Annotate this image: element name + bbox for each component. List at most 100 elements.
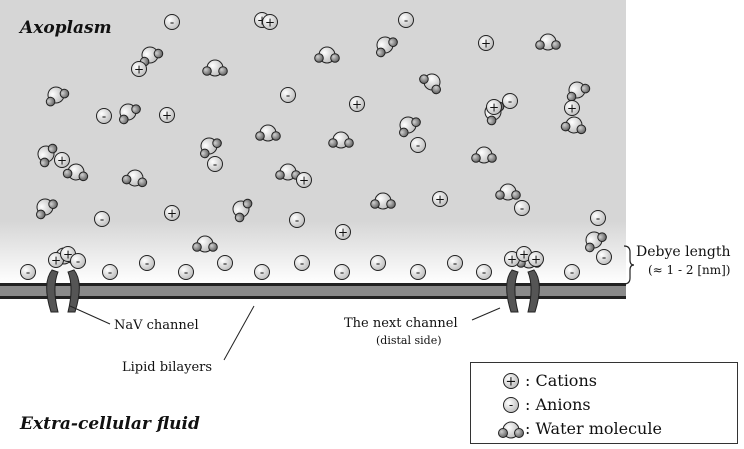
anion: - — [514, 200, 530, 216]
water-molecule — [121, 169, 148, 188]
anion: - — [596, 249, 612, 265]
cation: + — [349, 96, 365, 112]
next-channel-label: The next channel — [344, 316, 458, 331]
svg-text:-: - — [26, 266, 30, 280]
water-molecule — [560, 116, 587, 135]
svg-text:+: + — [506, 375, 517, 390]
anion: - — [254, 264, 270, 280]
svg-text:+: + — [162, 109, 172, 123]
svg-text:-: - — [145, 257, 149, 271]
svg-text:+: + — [435, 193, 445, 207]
svg-text:-: - — [508, 95, 512, 109]
svg-text:-: - — [76, 255, 80, 269]
svg-text:+: + — [167, 207, 177, 221]
water-molecule — [471, 146, 497, 164]
anion: - — [447, 255, 463, 271]
nav-channel-label: NaV channel — [114, 318, 199, 333]
svg-text:-: - — [213, 158, 217, 172]
cation: + — [432, 191, 448, 207]
water-molecule — [566, 81, 591, 102]
extracellular-label: Extra-cellular fluid — [20, 414, 200, 434]
cation: + — [54, 152, 70, 168]
svg-text:+: + — [352, 98, 362, 112]
svg-text:-: - — [100, 213, 104, 227]
anion: - — [502, 93, 518, 109]
water-molecule — [255, 124, 281, 142]
anion: - — [20, 264, 36, 280]
cation: + — [564, 100, 580, 116]
debye-length-label: Debye length — [636, 244, 731, 260]
next-channel-icon — [506, 269, 540, 313]
legend-row-anions: - : Anions — [471, 393, 737, 417]
anion-icon: - — [503, 397, 519, 413]
anion: - — [564, 264, 580, 280]
anion: - — [398, 12, 414, 28]
svg-text:-: - — [295, 214, 299, 228]
water-molecule — [314, 46, 340, 64]
water-molecule — [36, 198, 58, 220]
svg-text:+: + — [338, 226, 348, 240]
svg-text:-: - — [453, 257, 457, 271]
anion: - — [139, 255, 155, 271]
svg-text:-: - — [416, 266, 420, 280]
water-molecule — [192, 235, 218, 253]
svg-text:+: + — [507, 253, 517, 267]
legend-row-cations: + : Cations — [471, 369, 737, 393]
svg-text:-: - — [404, 14, 408, 28]
cation: + — [478, 35, 494, 51]
legend: + : Cations - : Anions : Water molecule — [470, 362, 738, 444]
water-molecule-icon — [498, 421, 524, 439]
anion: - — [164, 14, 180, 30]
cation: + — [131, 61, 147, 77]
svg-text:-: - — [108, 266, 112, 280]
svg-text:-: - — [223, 257, 227, 271]
svg-text:-: - — [376, 257, 380, 271]
svg-text:+: + — [265, 16, 275, 30]
anion: - — [476, 264, 492, 280]
cation: + — [262, 14, 278, 30]
water-molecule — [232, 198, 253, 223]
anion: - — [178, 264, 194, 280]
svg-text:-: - — [260, 266, 264, 280]
water-molecule — [585, 231, 607, 253]
anion: - — [289, 212, 305, 228]
svg-text:+: + — [299, 174, 309, 188]
next-leader-line — [471, 307, 501, 321]
anion: - — [96, 108, 112, 124]
lipid-bilayer-label: Lipid bilayers — [122, 360, 213, 375]
legend-row-water: : Water molecule — [471, 417, 737, 441]
anion: - — [102, 264, 118, 280]
svg-text:-: - — [596, 212, 600, 226]
lipid-bilayer — [0, 283, 626, 299]
next-channel-sub-label: (distal side) — [376, 334, 442, 347]
water-molecule — [275, 163, 301, 181]
svg-text:-: - — [184, 266, 188, 280]
anion: - — [280, 87, 296, 103]
anion: - — [410, 264, 426, 280]
anion: - — [590, 210, 606, 226]
legend-cations-label: : Cations — [525, 371, 597, 390]
water-molecule — [37, 143, 58, 168]
svg-text:+: + — [519, 248, 529, 262]
legend-anions-label: : Anions — [525, 395, 591, 414]
water-molecule — [119, 103, 141, 125]
svg-text:-: - — [286, 89, 290, 103]
svg-text:+: + — [63, 248, 73, 262]
axoplasm-label: Axoplasm — [20, 18, 112, 38]
water-molecule — [200, 137, 222, 159]
svg-text:+: + — [481, 37, 491, 51]
anion: - — [207, 156, 223, 172]
axoplasm-region — [0, 0, 626, 284]
svg-text:+: + — [489, 101, 499, 115]
anion: - — [217, 255, 233, 271]
svg-text:+: + — [567, 102, 577, 116]
svg-text:-: - — [416, 139, 420, 153]
nav-leader-line — [69, 305, 111, 325]
svg-text:-: - — [509, 398, 513, 412]
water-molecule — [45, 86, 70, 107]
particle-layer: -+-++-+-+-+++--+-+-+-+---++------------+… — [20, 12, 612, 280]
cation: + — [335, 224, 351, 240]
cation: + — [486, 99, 502, 115]
water-molecule — [62, 163, 89, 182]
svg-text:-: - — [482, 266, 486, 280]
